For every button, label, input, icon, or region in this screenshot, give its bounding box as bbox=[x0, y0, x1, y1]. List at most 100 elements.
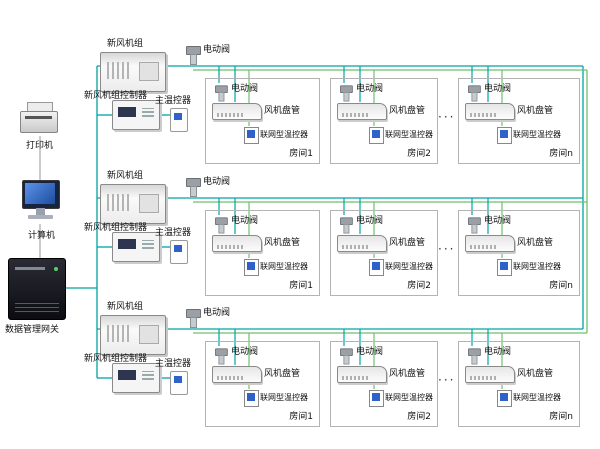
room-box: 电动阀 风机盘管 联网型温控器 房间2 bbox=[330, 210, 438, 296]
fresh-air-unit-icon bbox=[100, 52, 166, 92]
valve-label: 电动阀 bbox=[231, 84, 259, 94]
room-name: 房间1 bbox=[289, 281, 313, 291]
ellipsis: ··· bbox=[438, 373, 456, 387]
ahu-vents bbox=[107, 194, 129, 211]
room-name: 房间2 bbox=[407, 281, 431, 291]
electric-valve-icon bbox=[340, 217, 353, 234]
computer-icon bbox=[22, 180, 60, 224]
ellipsis: ··· bbox=[438, 110, 456, 124]
fan-coil-label: 风机盘管 bbox=[517, 238, 554, 248]
ahu-vents bbox=[107, 62, 129, 79]
controller-screen bbox=[118, 239, 136, 249]
gateway-label: 数据管理网关 bbox=[5, 325, 60, 335]
monitor-stand bbox=[36, 208, 45, 215]
fan-coil-label: 风机盘管 bbox=[389, 369, 426, 379]
electric-valve-icon bbox=[468, 348, 481, 365]
net-thermostat-label: 联网型温控器 bbox=[385, 393, 433, 402]
monitor-base bbox=[28, 215, 53, 219]
gateway-display bbox=[15, 267, 45, 270]
room-box: 电动阀 风机盘管 联网型温控器 房间n bbox=[458, 210, 580, 296]
valve-label: 电动阀 bbox=[356, 216, 384, 226]
fan-coil-icon bbox=[465, 235, 515, 252]
ahu-row-3: 新风机组 电动阀 新风机组控制器 主温控器 电动阀 风机盘管 联网型温控器 房间… bbox=[0, 303, 600, 431]
fan-coil-label: 风机盘管 bbox=[389, 238, 426, 248]
valve-label: 电动阀 bbox=[231, 216, 259, 226]
room-box: 电动阀 风机盘管 联网型温控器 房间1 bbox=[205, 210, 320, 296]
fan-coil-icon bbox=[212, 366, 262, 383]
main-thermostat-label: 主温控器 bbox=[155, 96, 192, 106]
controller-keys bbox=[142, 371, 154, 380]
electric-valve-icon bbox=[340, 348, 353, 365]
controller-screen bbox=[118, 370, 136, 380]
main-thermostat-icon bbox=[170, 371, 188, 395]
valve-label: 电动阀 bbox=[356, 84, 384, 94]
room-box: 电动阀 风机盘管 联网型温控器 房间n bbox=[458, 78, 580, 164]
valve-label: 电动阀 bbox=[203, 177, 231, 187]
ahu-controller-label: 新风机组控制器 bbox=[84, 91, 148, 101]
net-thermostat-label: 联网型温控器 bbox=[513, 262, 561, 271]
ahu-panel bbox=[139, 194, 159, 213]
main-thermostat-icon bbox=[170, 108, 188, 132]
room-name: 房间2 bbox=[407, 149, 431, 159]
net-thermostat-icon bbox=[244, 259, 259, 276]
electric-valve-icon bbox=[186, 46, 201, 65]
net-thermostat-icon bbox=[497, 127, 512, 144]
ahu-controller-icon bbox=[112, 232, 160, 262]
electric-valve-icon bbox=[468, 217, 481, 234]
ahu-panel bbox=[139, 325, 159, 344]
main-thermostat-label: 主温控器 bbox=[155, 228, 192, 238]
valve-label: 电动阀 bbox=[231, 347, 259, 357]
valve-label: 电动阀 bbox=[203, 45, 231, 55]
fan-coil-label: 风机盘管 bbox=[389, 106, 426, 116]
fan-coil-icon bbox=[337, 366, 387, 383]
valve-label: 电动阀 bbox=[203, 308, 231, 318]
ahu-controller-icon bbox=[112, 100, 160, 130]
fan-coil-label: 风机盘管 bbox=[517, 369, 554, 379]
ahu-label: 新风机组 bbox=[107, 39, 144, 49]
electric-valve-icon bbox=[340, 85, 353, 102]
printer-label: 打印机 bbox=[26, 141, 54, 151]
ahu-controller-label: 新风机组控制器 bbox=[84, 354, 148, 364]
room-name: 房间n bbox=[549, 412, 573, 422]
ahu-controller-icon bbox=[112, 363, 160, 393]
fan-coil-label: 风机盘管 bbox=[264, 369, 301, 379]
room-name: 房间1 bbox=[289, 412, 313, 422]
gateway-led bbox=[54, 267, 58, 271]
ellipsis: ··· bbox=[438, 242, 456, 256]
fan-coil-label: 风机盘管 bbox=[264, 106, 301, 116]
ahu-row-2: 新风机组 电动阀 新风机组控制器 主温控器 电动阀 风机盘管 联网型温控器 房间… bbox=[0, 172, 600, 300]
net-thermostat-icon bbox=[369, 259, 384, 276]
computer-label: 计算机 bbox=[28, 231, 56, 241]
electric-valve-icon bbox=[215, 217, 228, 234]
ahu-label: 新风机组 bbox=[107, 302, 144, 312]
room-box: 电动阀 风机盘管 联网型温控器 房间2 bbox=[330, 341, 438, 427]
controller-keys bbox=[142, 108, 154, 117]
valve-label: 电动阀 bbox=[356, 347, 384, 357]
net-thermostat-label: 联网型温控器 bbox=[513, 130, 561, 139]
net-thermostat-label: 联网型温控器 bbox=[260, 393, 308, 402]
net-thermostat-label: 联网型温控器 bbox=[260, 262, 308, 271]
data-gateway-icon bbox=[8, 258, 66, 320]
electric-valve-icon bbox=[186, 178, 201, 197]
net-thermostat-icon bbox=[369, 390, 384, 407]
room-name: 房间n bbox=[549, 281, 573, 291]
room-name: 房间n bbox=[549, 149, 573, 159]
electric-valve-icon bbox=[215, 348, 228, 365]
fan-coil-icon bbox=[212, 235, 262, 252]
thermostat-screen bbox=[174, 376, 182, 383]
net-thermostat-icon bbox=[369, 127, 384, 144]
ahu-label: 新风机组 bbox=[107, 171, 144, 181]
net-thermostat-icon bbox=[497, 259, 512, 276]
fresh-air-unit-icon bbox=[100, 315, 166, 355]
fan-coil-label: 风机盘管 bbox=[517, 106, 554, 116]
thermostat-screen bbox=[174, 245, 182, 252]
net-thermostat-icon bbox=[244, 127, 259, 144]
valve-label: 电动阀 bbox=[484, 347, 512, 357]
room-name: 房间1 bbox=[289, 149, 313, 159]
printer-icon bbox=[20, 102, 58, 136]
ahu-controller-label: 新风机组控制器 bbox=[84, 223, 148, 233]
monitor-screen bbox=[25, 183, 55, 204]
electric-valve-icon bbox=[186, 309, 201, 328]
ahu-panel bbox=[139, 62, 159, 81]
